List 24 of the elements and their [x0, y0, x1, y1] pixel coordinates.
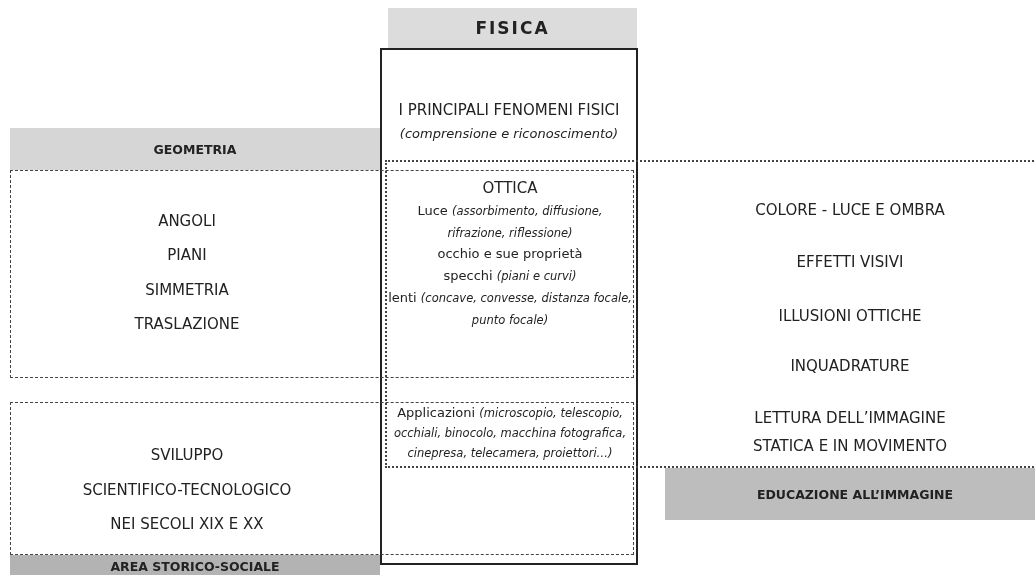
topic-heading: OTTICA — [481, 178, 539, 199]
topic-text: lenti (concave, convesse, distanza focale, punto focale) — [388, 289, 632, 329]
topic-text: SCIENTIFICO-TECNOLOGICO — [81, 480, 293, 500]
topic-text: ANGOLI — [157, 211, 217, 231]
topic-text: TRASLAZIONE — [133, 314, 241, 334]
subject-heading: FISICA — [388, 8, 637, 48]
topic-text: NEI SECOLI XIX E XX — [109, 514, 265, 534]
topic-text: PIANI — [166, 245, 208, 265]
topic-text: EFFETTI VISIVI — [795, 252, 905, 272]
topic-text: occhio e sue proprietà — [436, 245, 584, 263]
note-text: (comprensione e riconoscimento) — [398, 125, 620, 143]
topic-text: LETTURA DELL’IMMAGINE STATICA E IN MOVIMENTO — [751, 408, 949, 457]
topic-text: specchi (piani e curvi) — [442, 267, 578, 285]
subject-heading: GEOMETRIA — [10, 128, 380, 170]
topic-text: I PRINCIPALI FENOMENI FISICI — [397, 100, 621, 120]
topic-text: Applicazioni (microscopio, telescopio, occhiali, binocolo, macchina fotografica, cinepresa, telecamera, proiettori…) — [392, 404, 628, 462]
topic-text: INQUADRATURE — [789, 356, 911, 376]
topic-text: SVILUPPO — [149, 445, 225, 465]
subject-heading: EDUCAZIONE ALL’IMMAGINE — [665, 468, 1035, 520]
topic-text: ILLUSIONI OTTICHE — [777, 306, 923, 326]
subject-heading: AREA STORICO-SOCIALE — [10, 555, 380, 575]
topic-text: SIMMETRIA — [144, 280, 230, 300]
topic-text: Luce (assorbimento, diffusione, rifrazione, riflessione) — [416, 202, 604, 242]
topic-text: COLORE - LUCE E OMBRA — [754, 200, 946, 220]
